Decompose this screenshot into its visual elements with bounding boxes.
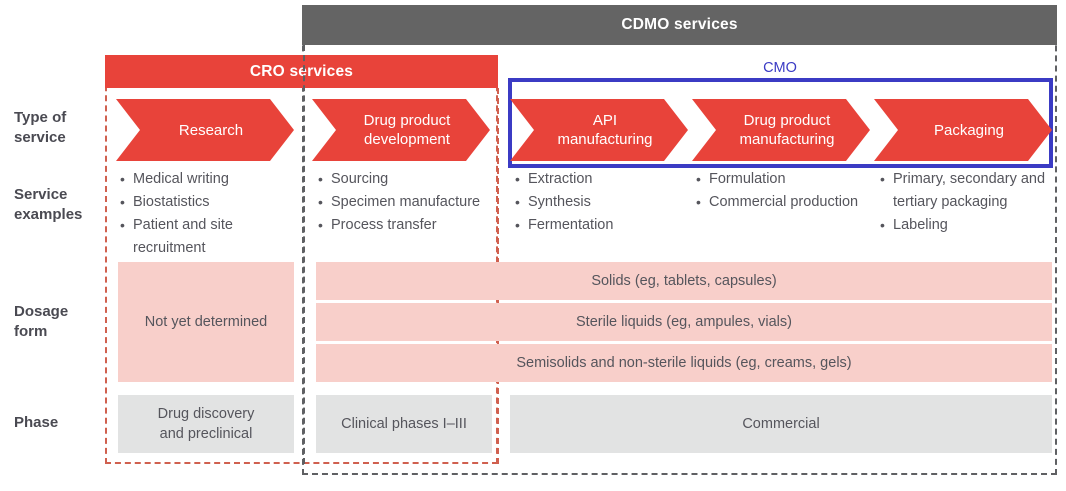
service-examples-drug-product-development: Sourcing Specimen manufacture Process tr…	[316, 168, 492, 237]
dosage-band-sterile-liquids: Sterile liquids (eg, ampules, vials)	[316, 303, 1052, 341]
list-item: Synthesis	[515, 191, 685, 214]
bullet-list: Sourcing Specimen manufacture Process tr…	[316, 168, 492, 237]
list-item: Medical writing	[120, 168, 294, 191]
cmo-label: CMO	[763, 60, 797, 76]
stage-arrow-packaging[interactable]: Packaging	[874, 99, 1052, 161]
bullet-list: Extraction Synthesis Fermentation	[513, 168, 685, 237]
service-examples-api-manufacturing: Extraction Synthesis Fermentation	[513, 168, 685, 237]
bullet-list: Primary, secondary and tertiary packagin…	[878, 168, 1054, 237]
list-item: Labeling	[880, 214, 1054, 237]
stage-arrow-research[interactable]: Research	[116, 99, 294, 161]
service-examples-research: Medical writing Biostatistics Patient an…	[118, 168, 294, 260]
phase-band-commercial: Commercial	[510, 395, 1052, 453]
service-examples-packaging: Primary, secondary and tertiary packagin…	[878, 168, 1054, 237]
phase-band-clinical: Clinical phases I–III	[316, 395, 492, 453]
dosage-band-semisolids: Semisolids and non-sterile liquids (eg, …	[316, 344, 1052, 382]
dosage-band-solids: Solids (eg, tablets, capsules)	[316, 262, 1052, 300]
dosage-band-not-yet-determined: Not yet determined	[118, 262, 294, 382]
list-item: Extraction	[515, 168, 685, 191]
cro-services-header: CRO services	[105, 55, 498, 88]
list-item: Primary, secondary and tertiary packagin…	[880, 168, 1054, 214]
list-item: Formulation	[696, 168, 866, 191]
list-item: Patient and site recruitment	[120, 214, 294, 260]
list-item: Specimen manufacture	[318, 191, 492, 214]
list-item: Fermentation	[515, 214, 685, 237]
bullet-list: Formulation Commercial production	[694, 168, 866, 214]
column-separator-cdmo-left	[303, 45, 305, 464]
service-examples-drug-product-manufacturing: Formulation Commercial production	[694, 168, 866, 214]
bullet-list: Medical writing Biostatistics Patient an…	[118, 168, 294, 260]
list-item: Process transfer	[318, 214, 492, 237]
list-item: Sourcing	[318, 168, 492, 191]
cdmo-services-header: CDMO services	[302, 5, 1057, 45]
row-label-phase: Phase	[14, 414, 59, 431]
list-item: Commercial production	[696, 191, 866, 214]
list-item: Biostatistics	[120, 191, 294, 214]
